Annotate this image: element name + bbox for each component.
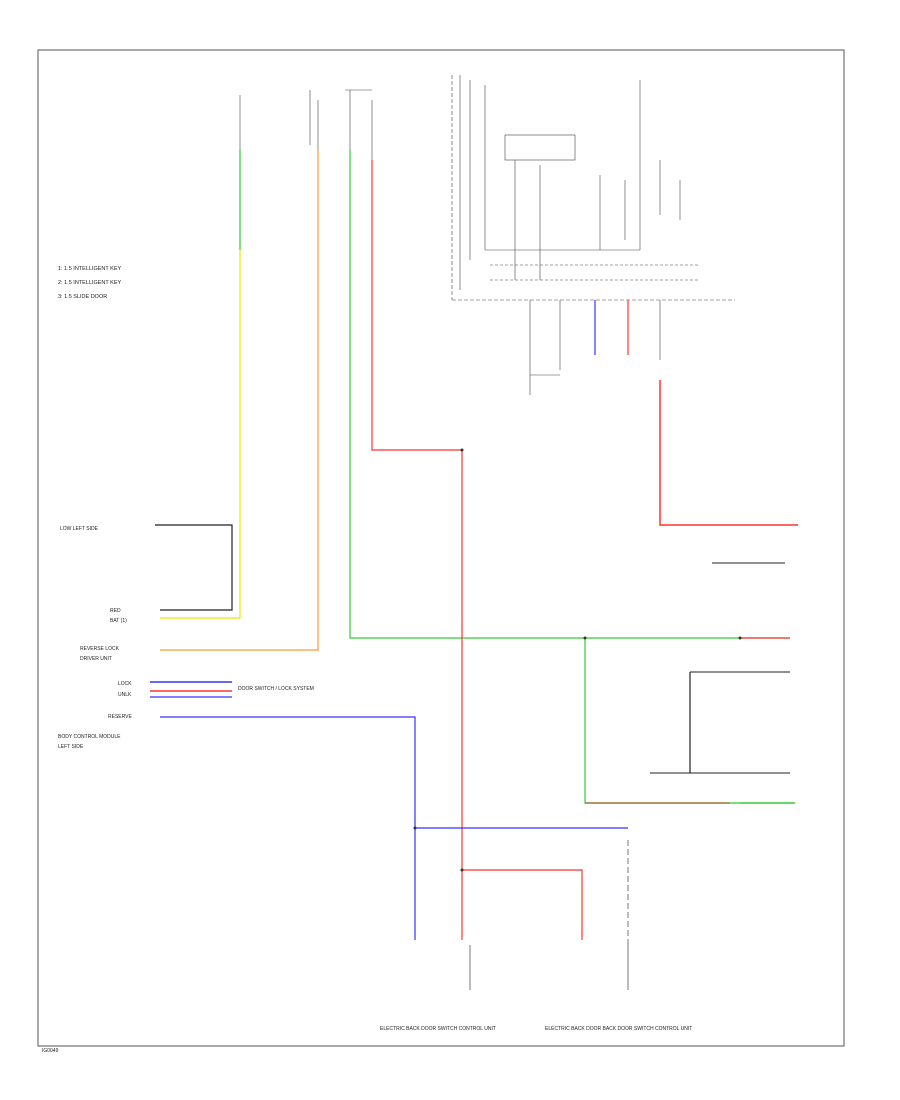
page-code: IG0049 bbox=[42, 1048, 59, 1054]
wire-green-long bbox=[349, 150, 790, 639]
diagram-frame bbox=[37, 49, 845, 1047]
label-bottom-left-unit: ELECTRIC BACK DOOR SWITCH CONTROL UNIT bbox=[380, 1026, 496, 1032]
wire-red-branch bbox=[462, 869, 583, 940]
label-bat: BAT (1) bbox=[110, 618, 127, 624]
wire-black-left bbox=[155, 524, 233, 611]
wire-green-branch bbox=[584, 638, 740, 804]
legend-line-1: 1: 1.5 INTELLIGENT KEY bbox=[58, 266, 122, 272]
wire-blue bbox=[160, 716, 416, 940]
label-lock: LOCK bbox=[118, 681, 132, 687]
label-bottom-right-unit: ELECTRIC BACK DOOR BACK DOOR SWITCH CONT… bbox=[545, 1026, 692, 1032]
label-low-left-side: LOW LEFT SIDE bbox=[60, 526, 99, 532]
bottom-connectors bbox=[469, 945, 629, 990]
label-bcm-side: LEFT SIDE bbox=[58, 744, 84, 750]
legend-line-2: 2: 1.5 INTELLIGENT KEY bbox=[58, 280, 122, 286]
label-door-switch: DOOR SWITCH / LOCK SYSTEM bbox=[238, 686, 314, 692]
fuse-block-left bbox=[239, 89, 373, 160]
relay-block-right bbox=[451, 75, 735, 395]
label-unlk: UNLK bbox=[118, 692, 132, 698]
wire-red-main bbox=[371, 160, 463, 940]
label-bcm: BODY CONTROL MODULE bbox=[58, 734, 121, 740]
label-red: RED bbox=[110, 608, 121, 614]
label-driver-unit: DRIVER UNIT bbox=[80, 656, 112, 662]
label-reserve: RESERVE bbox=[108, 714, 132, 720]
label-reverse-lock: REVERSE LOCK bbox=[80, 646, 120, 652]
wire-red-right bbox=[659, 380, 798, 526]
wire-yellow bbox=[160, 250, 241, 619]
junction-dots bbox=[413, 448, 742, 872]
legend-line-3: 3: 1.5 SLIDE DOOR bbox=[58, 294, 107, 300]
wire-orange bbox=[160, 150, 319, 651]
legend: 1: 1.5 INTELLIGENT KEY 2: 1.5 INTELLIGEN… bbox=[58, 266, 122, 300]
